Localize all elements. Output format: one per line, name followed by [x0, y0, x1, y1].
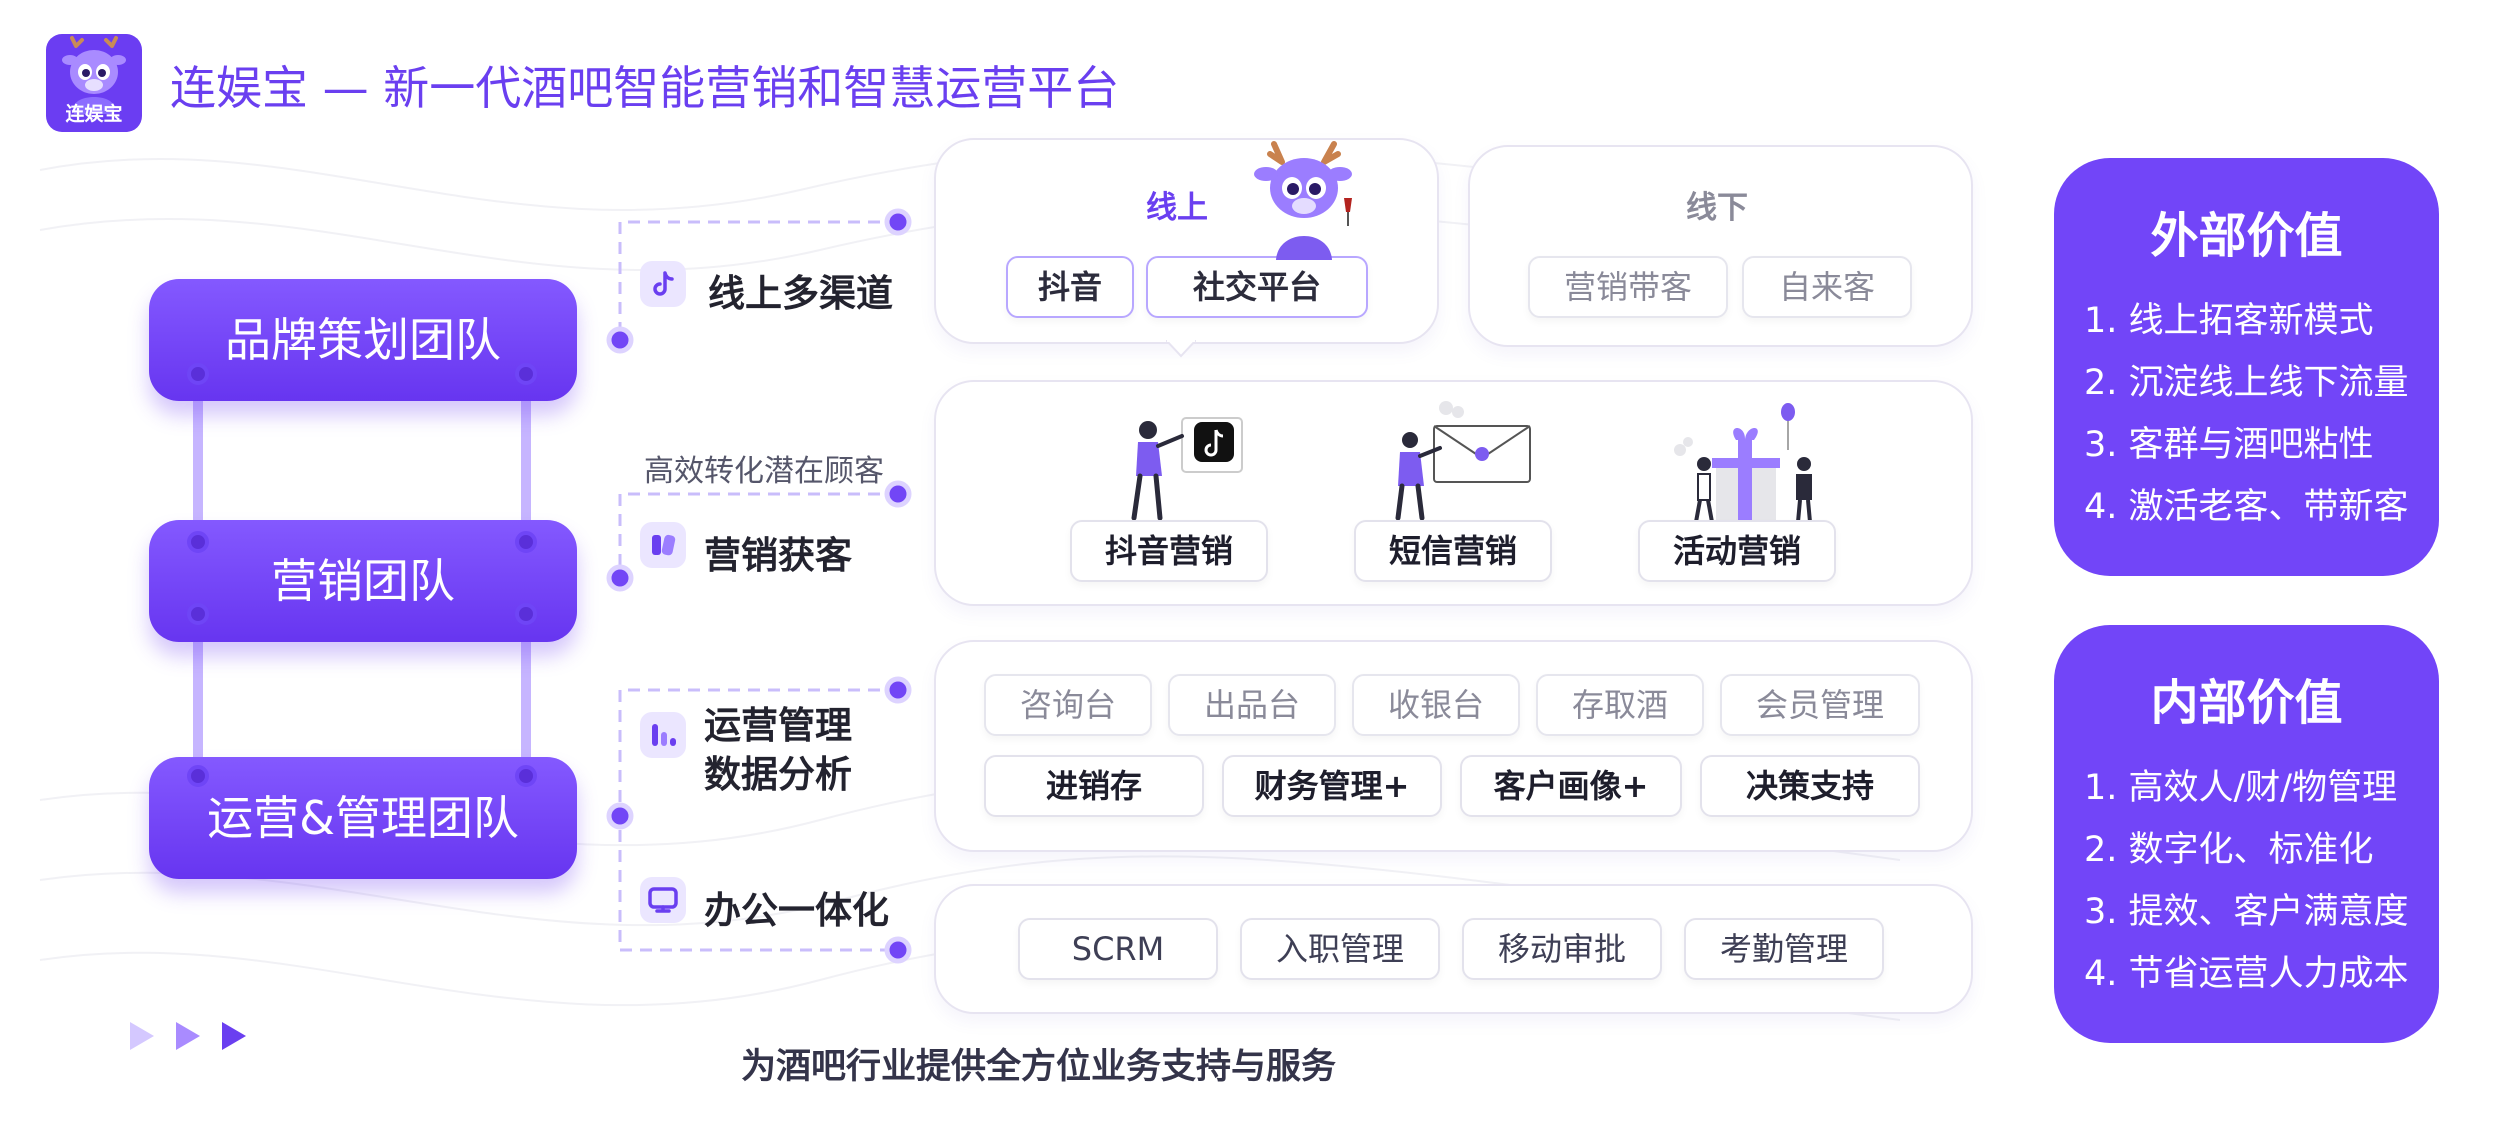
chip-mobile-approval[interactable]: 移动审批	[1462, 918, 1662, 980]
marketing-icon	[640, 522, 686, 568]
footer-text: 为酒吧行业提供全方位业务支持与服务	[741, 1047, 1337, 1087]
chip-social-platform[interactable]: 社交平台	[1146, 256, 1368, 318]
chip-scrm[interactable]: SCRM	[1018, 918, 1218, 980]
external-value-item: 1. 线上拓客新模式	[2084, 301, 2374, 341]
chip-customer-profile[interactable]: 客户画像+	[1460, 755, 1682, 817]
sms-marketing-illustration	[1395, 401, 1531, 521]
team-brand-planning: 品牌策划团队	[149, 279, 577, 401]
chip-cashier-desk[interactable]: 收银台	[1352, 674, 1520, 736]
internal-value-item: 2. 数字化、标准化	[2084, 830, 2374, 870]
internal-value-item: 4. 节省运营人力成本	[2084, 954, 2409, 994]
team-marketing: 营销团队	[149, 520, 577, 642]
tiktok-marketing-illustration	[1131, 417, 1243, 521]
offline-card-title: 线下	[1686, 190, 1748, 226]
external-value-title: 外部价值	[2150, 208, 2343, 264]
team-operations-management: 运营&管理团队	[149, 757, 577, 879]
page-title: 连娱宝 — 新一代酒吧智能营销和智慧运营平台	[170, 61, 1120, 115]
operations-card	[934, 640, 1973, 852]
section-office: 办公一体化	[704, 889, 889, 932]
chip-sms-marketing[interactable]: 短信营销	[1354, 520, 1552, 582]
chip-serving-desk[interactable]: 出品台	[1168, 674, 1336, 736]
internal-value-title: 内部价值	[2150, 675, 2343, 731]
event-marketing-illustration	[1674, 403, 1812, 523]
section-operations-line2: 数据分析	[704, 753, 852, 796]
chip-onboarding[interactable]: 入职管理	[1240, 918, 1440, 980]
external-value-item: 3. 客群与酒吧粘性	[2084, 425, 2374, 465]
tiktok-icon	[640, 261, 686, 307]
external-value-card: 外部价值 1. 线上拓客新模式 2. 沉淀线上线下流量 3. 客群与酒吧粘性 4…	[2054, 158, 2439, 576]
external-value-item: 2. 沉淀线上线下流量	[2084, 363, 2409, 403]
chip-inventory[interactable]: 进销存	[984, 755, 1204, 817]
play-arrows-icon	[130, 1022, 246, 1050]
chip-walk-in[interactable]: 自来客	[1742, 256, 1912, 318]
section-operations-line1: 运营管理	[704, 704, 852, 747]
chip-marketing-bring[interactable]: 营销带客	[1528, 256, 1728, 318]
chip-douyin[interactable]: 抖音	[1006, 256, 1134, 318]
chip-decision-support[interactable]: 决策支持	[1700, 755, 1920, 817]
deer-mascot-icon	[62, 36, 126, 114]
team-connectors	[193, 374, 531, 780]
chip-attendance[interactable]: 考勤管理	[1684, 918, 1884, 980]
internal-value-item: 3. 提效、客户满意度	[2084, 892, 2409, 932]
external-value-item: 4. 激活老客、带新客	[2084, 487, 2409, 527]
section-marketing: 营销获客	[704, 534, 852, 577]
internal-value-item: 1. 高效人/财/物管理	[2084, 768, 2398, 808]
monitor-icon	[640, 877, 686, 923]
logo-text: 连娱宝	[65, 103, 123, 125]
chip-consult-desk[interactable]: 咨询台	[984, 674, 1152, 736]
team-connector-dots	[187, 363, 537, 787]
section-brackets	[606, 208, 912, 964]
internal-value-card: 内部价值 1. 高效人/财/物管理 2. 数字化、标准化 3. 提效、客户满意度…	[2054, 625, 2439, 1043]
chip-douyin-marketing[interactable]: 抖音营销	[1070, 520, 1268, 582]
deer-mascot-icon	[1254, 141, 1352, 260]
chip-wine-storage[interactable]: 存取酒	[1536, 674, 1704, 736]
online-card-title: 线上	[1146, 190, 1208, 226]
section-marketing-sublabel: 高效转化潜在顾客	[644, 454, 884, 489]
chip-event-marketing[interactable]: 活动营销	[1638, 520, 1836, 582]
chip-finance-management[interactable]: 财务管理+	[1222, 755, 1442, 817]
chip-member-management[interactable]: 会员管理	[1720, 674, 1920, 736]
section-online-channels: 线上多渠道	[708, 272, 893, 315]
chart-icon	[640, 712, 686, 758]
online-card-pointer	[1166, 340, 1196, 358]
app-logo: 连娱宝	[46, 34, 142, 132]
